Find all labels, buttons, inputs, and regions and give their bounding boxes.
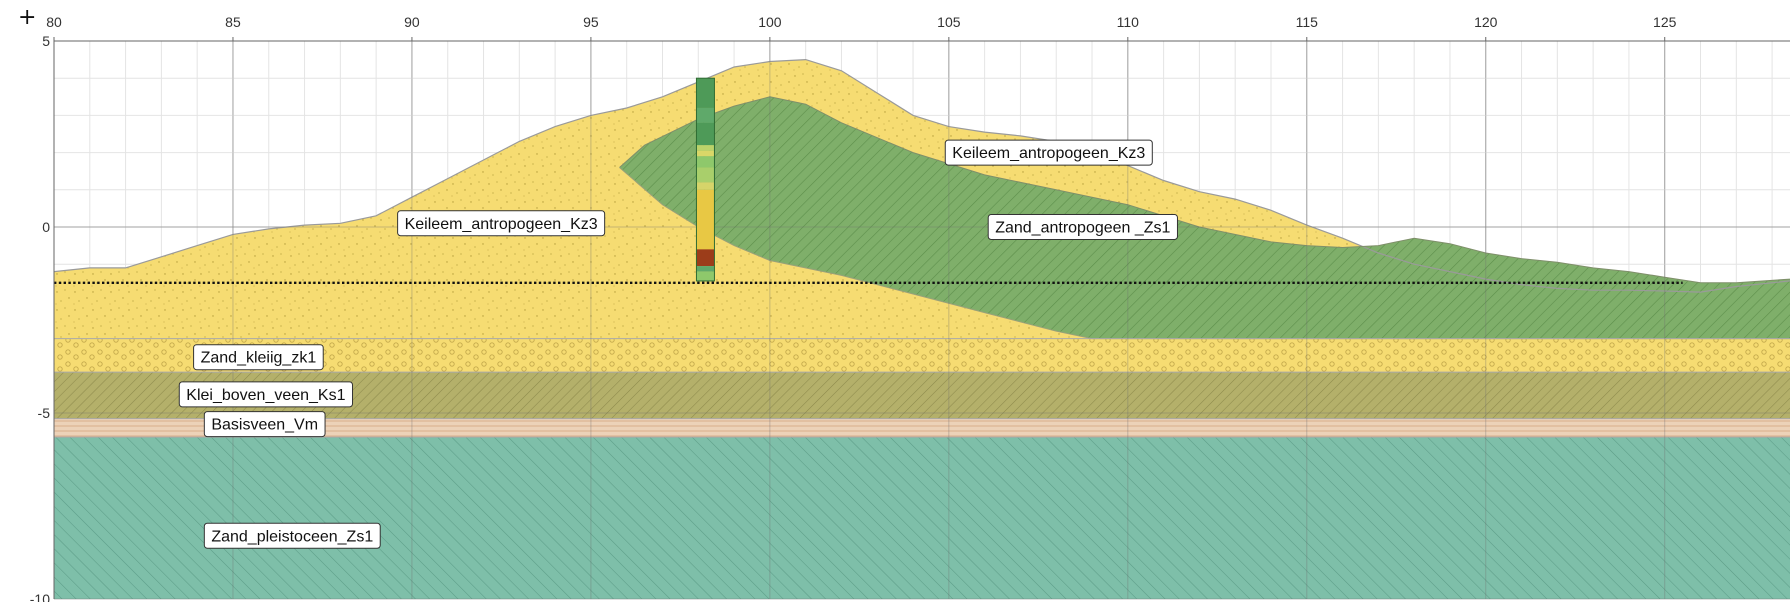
borehole-segment[interactable] (696, 122, 715, 146)
layer-label[interactable]: Zand_pleistoceen_Zs1 (203, 522, 381, 549)
x-tick-label: 110 (1117, 14, 1140, 30)
y-tick-label: -10 (30, 591, 50, 602)
borehole-segment[interactable] (696, 78, 715, 108)
layer-label-text: Zand_kleiig_zk1 (201, 350, 317, 367)
borehole-segment[interactable] (696, 107, 715, 123)
borehole-segment[interactable] (696, 266, 715, 272)
layer-label-text: Zand_antropogeen _Zs1 (995, 220, 1170, 237)
borehole-segment[interactable] (696, 150, 715, 157)
borehole-outline[interactable] (695, 77, 715, 282)
layer-zand-antropogeen-zs1 (619, 96, 1790, 339)
x-tick-label: 120 (1474, 14, 1498, 30)
x-tick-label: 115 (1296, 14, 1319, 30)
layer-label-text: Basisveen_Vm (211, 417, 318, 434)
layer-label-text: Keileem_antropogeen_Kz3 (952, 145, 1145, 162)
borehole-column[interactable] (695, 77, 715, 282)
layer-label-box (203, 522, 381, 549)
x-axis: 80 85 90 95 100 105 110 115 120 125 (46, 14, 1790, 42)
layer-basisveen-vm (54, 418, 1790, 438)
layer-label-text: Keileem_antropogeen_Kz3 (405, 216, 598, 233)
layer-label-text: Klei_boven_veen_Ks1 (186, 387, 345, 404)
layer-label-box (397, 210, 606, 237)
borehole-segment[interactable] (696, 271, 715, 281)
y-tick-label: 5 (42, 33, 50, 49)
zand-top-line (619, 96, 1790, 284)
layer-label-box (193, 344, 324, 371)
x-tick-label: 80 (46, 14, 62, 30)
layer-label[interactable]: Zand_kleiig_zk1 (193, 344, 324, 371)
borehole-segment[interactable] (696, 145, 715, 151)
y-tick-label: -5 (38, 405, 51, 421)
layer-label-box (944, 139, 1153, 166)
layer-label-box (178, 381, 354, 408)
layer-label[interactable]: Keileem_antropogeen_Kz3 (397, 210, 606, 237)
x-tick-label: 125 (1653, 14, 1677, 30)
x-tick-label: 95 (583, 14, 599, 30)
y-tick-label: 0 (42, 219, 50, 235)
layer-label[interactable]: Klei_boven_veen_Ks1 (178, 381, 354, 408)
layer-zand-kleiig-zk1 (54, 338, 1790, 373)
layer-label-text: Zand_pleistoceen_Zs1 (211, 528, 373, 545)
layer-label[interactable]: Zand_antropogeen _Zs1 (987, 214, 1178, 240)
borehole-segment[interactable] (696, 189, 715, 250)
x-tick-label: 85 (225, 14, 241, 30)
layer-label[interactable]: Keileem_antropogeen_Kz3 (944, 139, 1153, 166)
borehole-segment[interactable] (696, 156, 715, 168)
layer-label-box (203, 411, 326, 438)
layer-labels[interactable]: Keileem_antropogeen_Kz3Keileem_antropoge… (178, 139, 1178, 549)
x-tick-label: 105 (937, 14, 961, 30)
borehole-segment[interactable] (696, 182, 715, 190)
layer-label-box (987, 214, 1178, 240)
grid-overlay (54, 41, 1790, 599)
layer-zand-pleistoceen-zs1 (54, 437, 1790, 599)
x-tick-label: 100 (758, 14, 782, 30)
x-tick-label: 90 (404, 14, 420, 30)
surface-line (54, 58, 1790, 293)
y-axis: 5 0 -5 -10 (30, 33, 55, 602)
zand-bottom-line (619, 167, 1790, 340)
soil-layers (54, 58, 1790, 599)
borehole-segment[interactable] (696, 249, 715, 267)
borehole-segment[interactable] (696, 167, 715, 183)
add-layer-icon[interactable]: + (18, 5, 36, 30)
layer-label[interactable]: Basisveen_Vm (203, 411, 326, 438)
